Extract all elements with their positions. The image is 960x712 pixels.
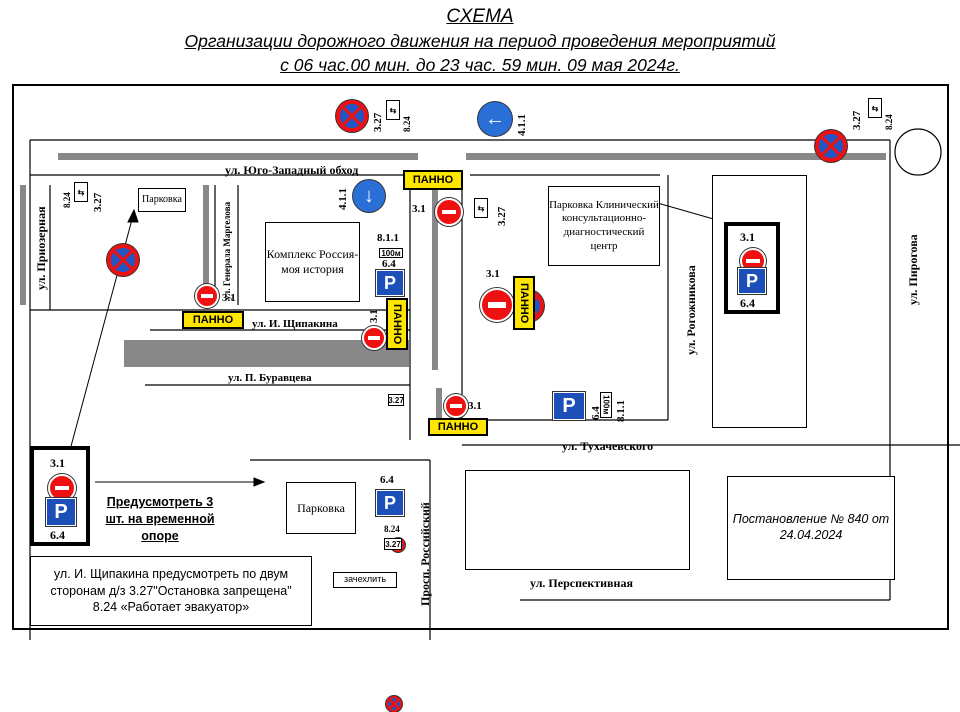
sign-code: 3.27: [372, 112, 384, 132]
sign-code: 8.24: [384, 524, 400, 534]
street-buravtseva: ул. П. Буравцева: [228, 372, 312, 384]
panno-banner: ПАННО: [386, 298, 408, 350]
parking-sign-icon: P: [376, 270, 404, 296]
street-schipakina: ул. И. Щипакина: [252, 318, 338, 330]
sign-code: 8.24: [402, 116, 412, 132]
tow-plate-icon: 3.27: [384, 538, 402, 550]
sign-code: 3.1: [740, 230, 755, 244]
sign-code: 3.1: [486, 268, 500, 280]
schema-period: с 06 час.00 мин. до 23 час. 59 мин. 09 м…: [280, 55, 680, 75]
parking-sign-icon: P: [376, 490, 404, 516]
schema-subtitle: Организации дорожного движения на период…: [184, 31, 776, 51]
tow-plate-icon: ⇆: [74, 182, 88, 202]
tow-plate-icon: ⇆: [474, 198, 488, 218]
parking-bottom-building: Парковка: [286, 482, 356, 534]
sign-code: 3.1: [368, 309, 380, 323]
parking-sign-icon: P: [553, 392, 585, 420]
sign-code: 8.24: [62, 192, 72, 208]
no-stopping-sign-icon: [107, 244, 139, 276]
street-rossiysky: Просп. Российский: [418, 502, 432, 606]
sign-code: 3.1: [412, 203, 426, 215]
decree-box: Постановление № 840 от 24.04.2024: [727, 476, 895, 580]
street-tukhachevskogo: ул. Тухачевского: [562, 439, 654, 453]
sign-code: 8.24: [884, 114, 894, 130]
no-stopping-sign-icon: [336, 100, 368, 132]
sign-code: 3.27: [496, 206, 508, 226]
no-entry-sign-icon: [480, 288, 514, 322]
cover-sign-label: зачехлить: [333, 572, 397, 588]
distance-plate: 100м: [600, 392, 612, 418]
complex-russia-building: Комплекс Россия-моя история: [265, 222, 360, 302]
street-rogozhnikova: ул. Рогожникова: [684, 265, 698, 355]
sign-code: 3.27: [851, 110, 863, 130]
sign-code: 6.4: [50, 528, 65, 542]
no-entry-sign-icon: [362, 326, 386, 350]
schipakina-note: ул. И. Щипакина предусмотреть по двум ст…: [30, 556, 312, 626]
no-entry-sign-icon: [435, 198, 463, 226]
sign-code: 8.1.1: [377, 232, 399, 244]
sign-code: 3.27: [92, 192, 104, 212]
clinic-parking-building: Парковка Клинический консультационно-диа…: [548, 186, 660, 266]
sign-code: 3.1: [468, 400, 482, 412]
parking-small-box: Парковка: [138, 188, 186, 212]
panno-banner: ПАННО: [403, 170, 463, 190]
panno-banner: ПАННО: [513, 276, 535, 330]
parking-sign-icon: P: [46, 498, 76, 526]
tow-plate-icon: 3.27: [388, 394, 404, 406]
street-pirogova: ул. Пирогова: [906, 234, 920, 305]
no-entry-sign-icon: [444, 394, 468, 418]
street-general-margelov: ул. Генерала Маргелова: [222, 201, 232, 300]
schema-title: СХЕМА: [446, 6, 514, 27]
panno-banner: ПАННО: [182, 311, 244, 329]
provide-note: Предусмотреть 3 шт. на временной опоре: [105, 495, 215, 543]
map-frame: [12, 84, 949, 630]
tow-plate-icon: ⇆: [868, 98, 882, 118]
no-stopping-sign-icon: [815, 130, 847, 162]
tow-plate-icon: ⇆: [386, 100, 400, 120]
no-stopping-sign-icon: [386, 696, 402, 712]
no-entry-sign-icon: [48, 474, 76, 502]
sign-code: 4.1.1: [516, 114, 528, 136]
street-yugo-zapadny: ул. Юго-Западный обход: [225, 163, 359, 177]
direction-arrow-icon: ↓: [353, 180, 385, 212]
sign-code: 3.1: [222, 292, 236, 304]
direction-arrow-icon: ←: [478, 102, 512, 136]
street-perspektivnaya: ул. Перспективная: [530, 576, 633, 590]
no-entry-sign-icon: [195, 284, 219, 308]
street-priozernaya: ул. Приозерная: [34, 206, 48, 290]
road-network: [20, 128, 960, 640]
panno-banner: ПАННО: [428, 418, 488, 436]
sign-code: 8.1.1: [615, 400, 627, 422]
parking-sign-icon: P: [738, 268, 766, 294]
block-perspektivnaya: [465, 470, 690, 570]
distance-plate: 100м: [379, 248, 403, 258]
sign-code: 6.4: [740, 296, 755, 310]
sign-code: 4.1.1: [337, 188, 349, 210]
sign-code: 3.1: [50, 456, 65, 470]
sign-code: 6.4: [380, 474, 394, 486]
sign-code: 6.4: [382, 258, 396, 270]
